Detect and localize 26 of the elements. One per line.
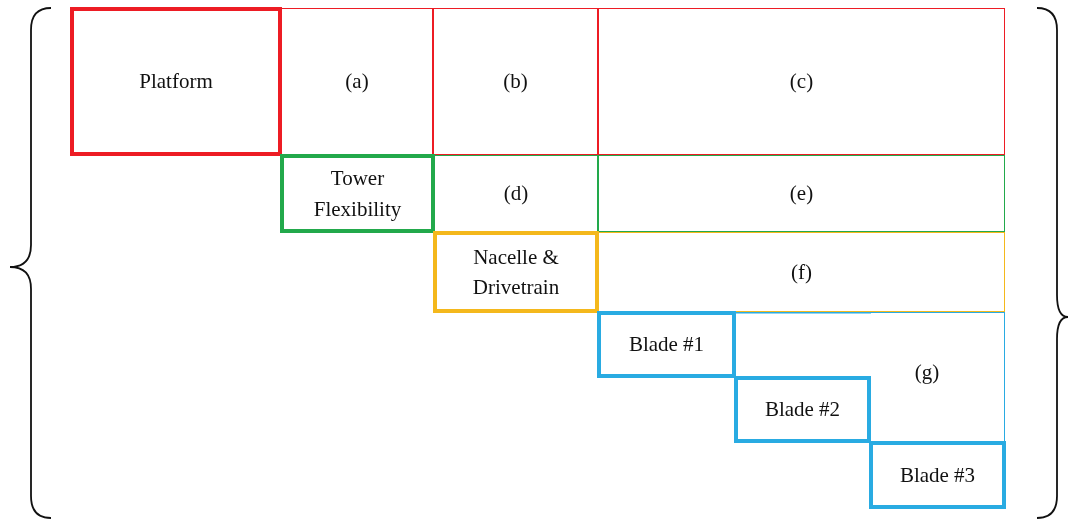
component-box [734,376,871,443]
coupling-cell [281,8,433,155]
coupling-cell [598,155,1005,232]
node-label: (a) [345,68,369,96]
coupling-cell [433,8,598,155]
coupling-cell [598,232,1005,312]
component-box [280,154,435,233]
node-label: (b) [503,68,528,96]
node-label: (f) [791,258,812,286]
node-label: Blade #1 [628,331,705,359]
node-label: Tower Flexibility [312,165,403,223]
component-box [70,7,282,156]
component-box [869,441,1006,509]
node-label: Platform [139,68,213,96]
coupling-region [870,312,1005,442]
component-box [597,311,736,378]
node-label: (g) [914,359,940,387]
coupling-cell [598,8,1005,155]
node-label: Blade #3 [899,461,976,489]
node-label: (d) [503,180,529,208]
component-box [433,231,599,313]
node-label: (e) [789,180,814,208]
node-label: (c) [789,68,814,96]
node-label: Blade #2 [764,396,841,424]
coupling-cell [434,155,598,232]
node-label: Nacelle & Drivetrain [471,243,561,301]
